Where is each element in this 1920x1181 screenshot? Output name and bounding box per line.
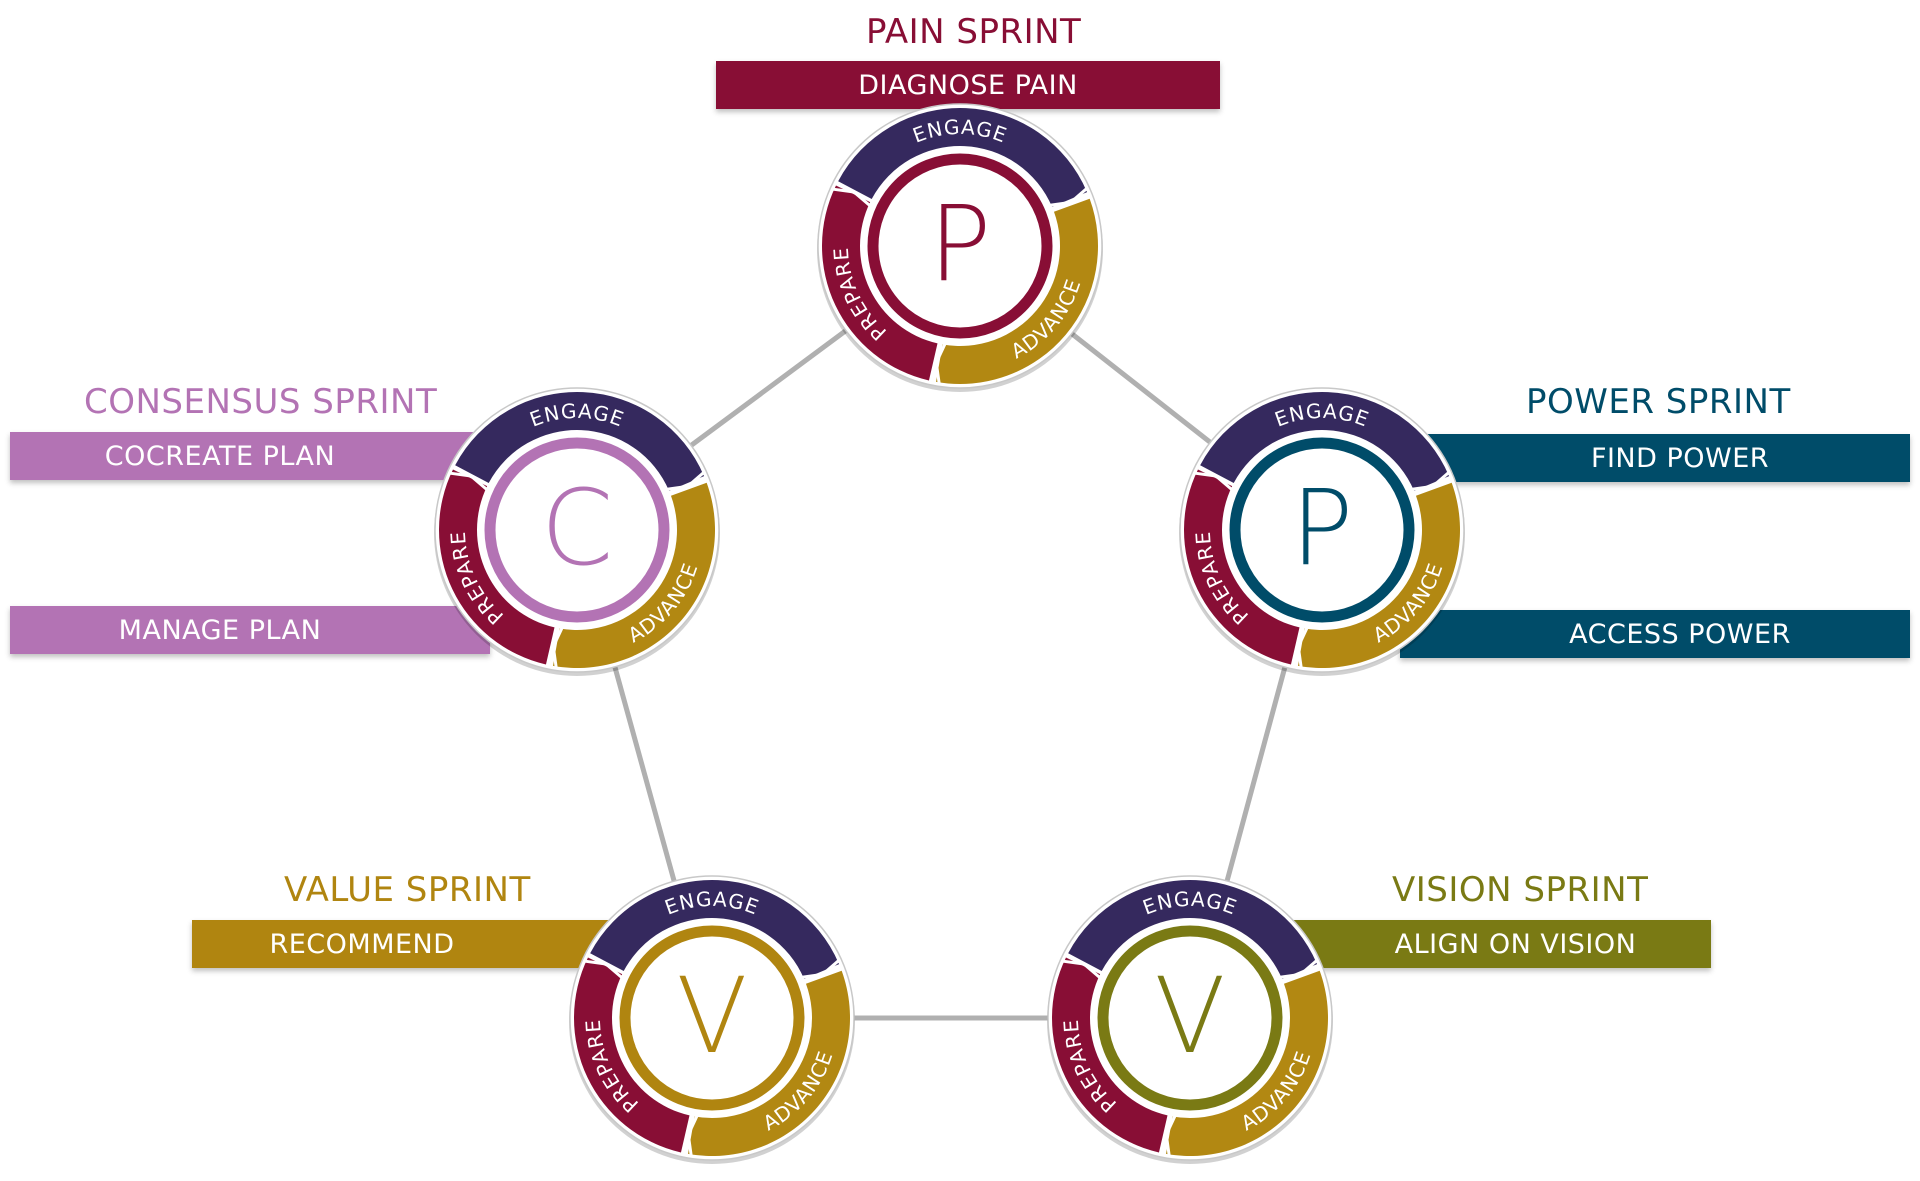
segment-divider xyxy=(686,1114,699,1157)
sprint-ring xyxy=(1097,925,1283,1111)
prepare-segment xyxy=(438,469,555,665)
cocreate-plan-bar: COCREATE PLAN xyxy=(10,432,490,480)
diagnose-pain-bar: DIAGNOSE PAIN xyxy=(716,61,1220,109)
prepare-segment xyxy=(822,185,938,381)
segment-divider xyxy=(665,470,706,491)
engage-segment xyxy=(1068,880,1318,979)
segment-divider xyxy=(1048,186,1089,207)
advance-segment xyxy=(688,970,850,1156)
consensus-letter: C xyxy=(541,467,614,589)
segment-divider xyxy=(1193,471,1234,492)
segment-divider xyxy=(800,958,841,979)
segment-divider xyxy=(1296,626,1309,669)
segment-divider xyxy=(934,342,947,385)
advance-segment xyxy=(936,198,1099,384)
manage-plan-label: MANAGE PLAN xyxy=(118,614,322,646)
segment-divider xyxy=(1278,958,1319,979)
vision-sprint-title: VISION SPRINT xyxy=(1392,870,1649,910)
engage-segment xyxy=(838,108,1088,207)
find-power-bar: FIND POWER xyxy=(1400,434,1910,482)
value-letter: V xyxy=(676,955,747,1077)
recommend-bar: RECOMMEND xyxy=(192,920,652,968)
sprint-ring xyxy=(619,925,805,1111)
engage-segment xyxy=(1200,391,1450,491)
align-on-vision-bar: ALIGN ON VISION xyxy=(1250,920,1711,968)
value-sprint-title: VALUE SPRINT xyxy=(284,870,531,910)
segment-divider xyxy=(583,959,624,980)
diagnose-pain-label: DIAGNOSE PAIN xyxy=(858,69,1078,101)
recommend-label: RECOMMEND xyxy=(269,928,455,960)
prepare-segment xyxy=(574,957,690,1153)
access-power-bar: ACCESS POWER xyxy=(1400,610,1910,658)
advance-segment xyxy=(1166,970,1328,1156)
vision-letter: V xyxy=(1154,955,1225,1077)
find-power-label: FIND POWER xyxy=(1590,442,1770,474)
segment-divider xyxy=(1061,959,1102,980)
power-sprint-title: POWER SPRINT xyxy=(1526,382,1791,422)
access-power-label: ACCESS POWER xyxy=(1569,618,1791,650)
consensus-sprint-title: CONSENSUS SPRINT xyxy=(84,382,438,422)
sprint-ring xyxy=(1229,437,1415,623)
advance-segment xyxy=(553,482,715,668)
manage-plan-bar: MANAGE PLAN xyxy=(10,606,490,654)
prepare-segment xyxy=(1052,957,1168,1153)
segment-divider xyxy=(551,626,564,669)
pain-letter: P xyxy=(929,183,992,305)
align-on-vision-label: ALIGN ON VISION xyxy=(1394,928,1637,960)
segment-divider xyxy=(1164,1114,1177,1157)
engage-segment xyxy=(590,880,840,979)
cocreate-plan-label: COCREATE PLAN xyxy=(104,440,336,472)
prepare-segment xyxy=(1184,469,1300,665)
sprint-ring xyxy=(484,437,670,623)
sprint-ring xyxy=(867,153,1053,339)
advance-segment xyxy=(1298,482,1460,668)
engage-segment xyxy=(455,392,705,491)
segment-divider xyxy=(1410,470,1451,491)
segment-divider xyxy=(831,187,872,208)
segment-divider xyxy=(448,471,489,492)
pain-sprint-title: PAIN SPRINT xyxy=(866,12,1082,52)
power-letter: P xyxy=(1291,467,1354,589)
